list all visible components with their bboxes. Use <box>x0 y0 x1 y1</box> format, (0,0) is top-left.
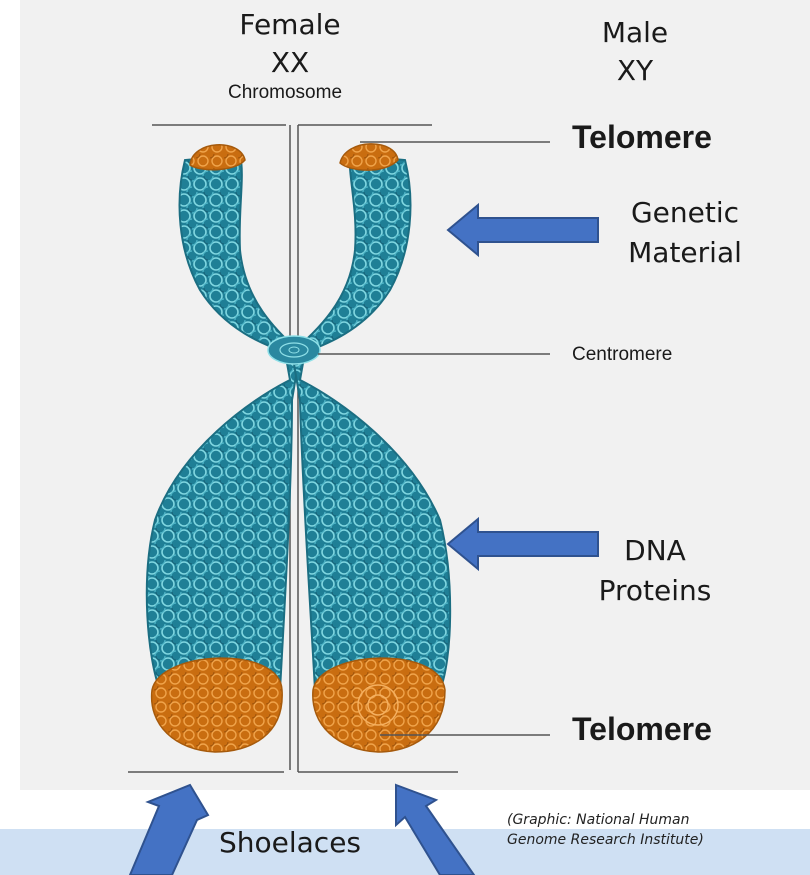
chromatid-right <box>292 155 450 690</box>
genetic-material-label: Genetic Material <box>590 193 780 273</box>
shoelaces-label: Shoelaces <box>200 826 380 859</box>
telomere-bottom-left <box>152 658 283 752</box>
centromere-label: Centromere <box>572 344 672 366</box>
shoelace-arrow-left-icon <box>130 785 208 875</box>
left-chromatid <box>147 155 300 690</box>
chromatid-left <box>147 155 300 690</box>
male-xy-label: Male XY <box>560 14 710 90</box>
telomere-bottom-label: Telomere <box>572 711 712 748</box>
shoelace-arrow-right-icon <box>396 785 474 875</box>
telomere-top-left <box>190 145 245 170</box>
telomere-bottom-right <box>313 658 445 752</box>
genetic-material-arrow-icon <box>448 205 598 255</box>
telomere-top-right <box>340 144 398 170</box>
chromosome-label: Chromosome <box>195 82 375 104</box>
female-xx-label: Female XX <box>200 6 380 82</box>
telomere-top-label: Telomere <box>572 119 712 156</box>
right-chromatid <box>292 155 450 690</box>
image-credit: (Graphic: National Human Genome Research… <box>507 810 807 850</box>
dna-proteins-label: DNA Proteins <box>570 531 740 611</box>
centromere <box>268 336 320 364</box>
